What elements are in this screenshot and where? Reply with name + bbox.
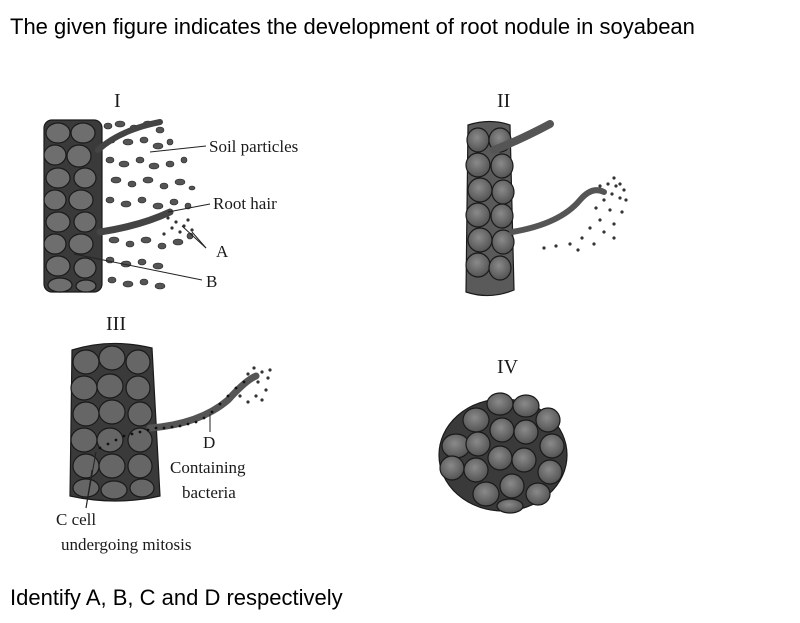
root-hair [96, 208, 174, 236]
soil-particles [103, 120, 196, 290]
label-a: A [216, 242, 229, 261]
infection-thread [98, 380, 246, 450]
label-c-cell: C cell [56, 510, 96, 529]
panel-2-numeral: II [497, 90, 510, 112]
root-hair-3 [146, 372, 260, 432]
label-d: D [203, 433, 215, 452]
prompt-text: Identify A, B, C and D respectively [10, 585, 343, 610]
panel-3: III [56, 313, 272, 554]
panel-3-numeral: III [106, 313, 126, 335]
leader-lines-1 [73, 145, 211, 281]
panel-4: IV [438, 356, 568, 514]
nodule [438, 392, 568, 514]
label-b: B [206, 272, 217, 291]
leader-lines-3 [85, 414, 211, 509]
root-tissue-3 [69, 342, 161, 502]
label-undergoing-mitosis: undergoing mitosis [61, 535, 192, 554]
panel-4-numeral: IV [497, 356, 519, 378]
bacteria-dots-3 [238, 366, 272, 404]
panel-1-numeral: I [114, 90, 121, 112]
label-bacteria: bacteria [182, 483, 236, 502]
panel-2: II [465, 90, 628, 297]
label-containing: Containing [170, 458, 246, 477]
root-tissue-1 [43, 119, 103, 293]
panel-1: I [43, 90, 298, 293]
question-text: The given figure indicates the developme… [10, 14, 695, 39]
root-hair-2-top [490, 120, 554, 154]
label-soil-particles: Soil particles [209, 137, 298, 156]
bacteria-dots-1 [162, 216, 194, 236]
root-hair-2-curling [509, 187, 607, 235]
bacteria-dots-2 [542, 176, 628, 252]
root-tissue-2 [465, 120, 515, 297]
label-root-hair: Root hair [213, 194, 277, 213]
root-hair-upper [95, 119, 163, 153]
